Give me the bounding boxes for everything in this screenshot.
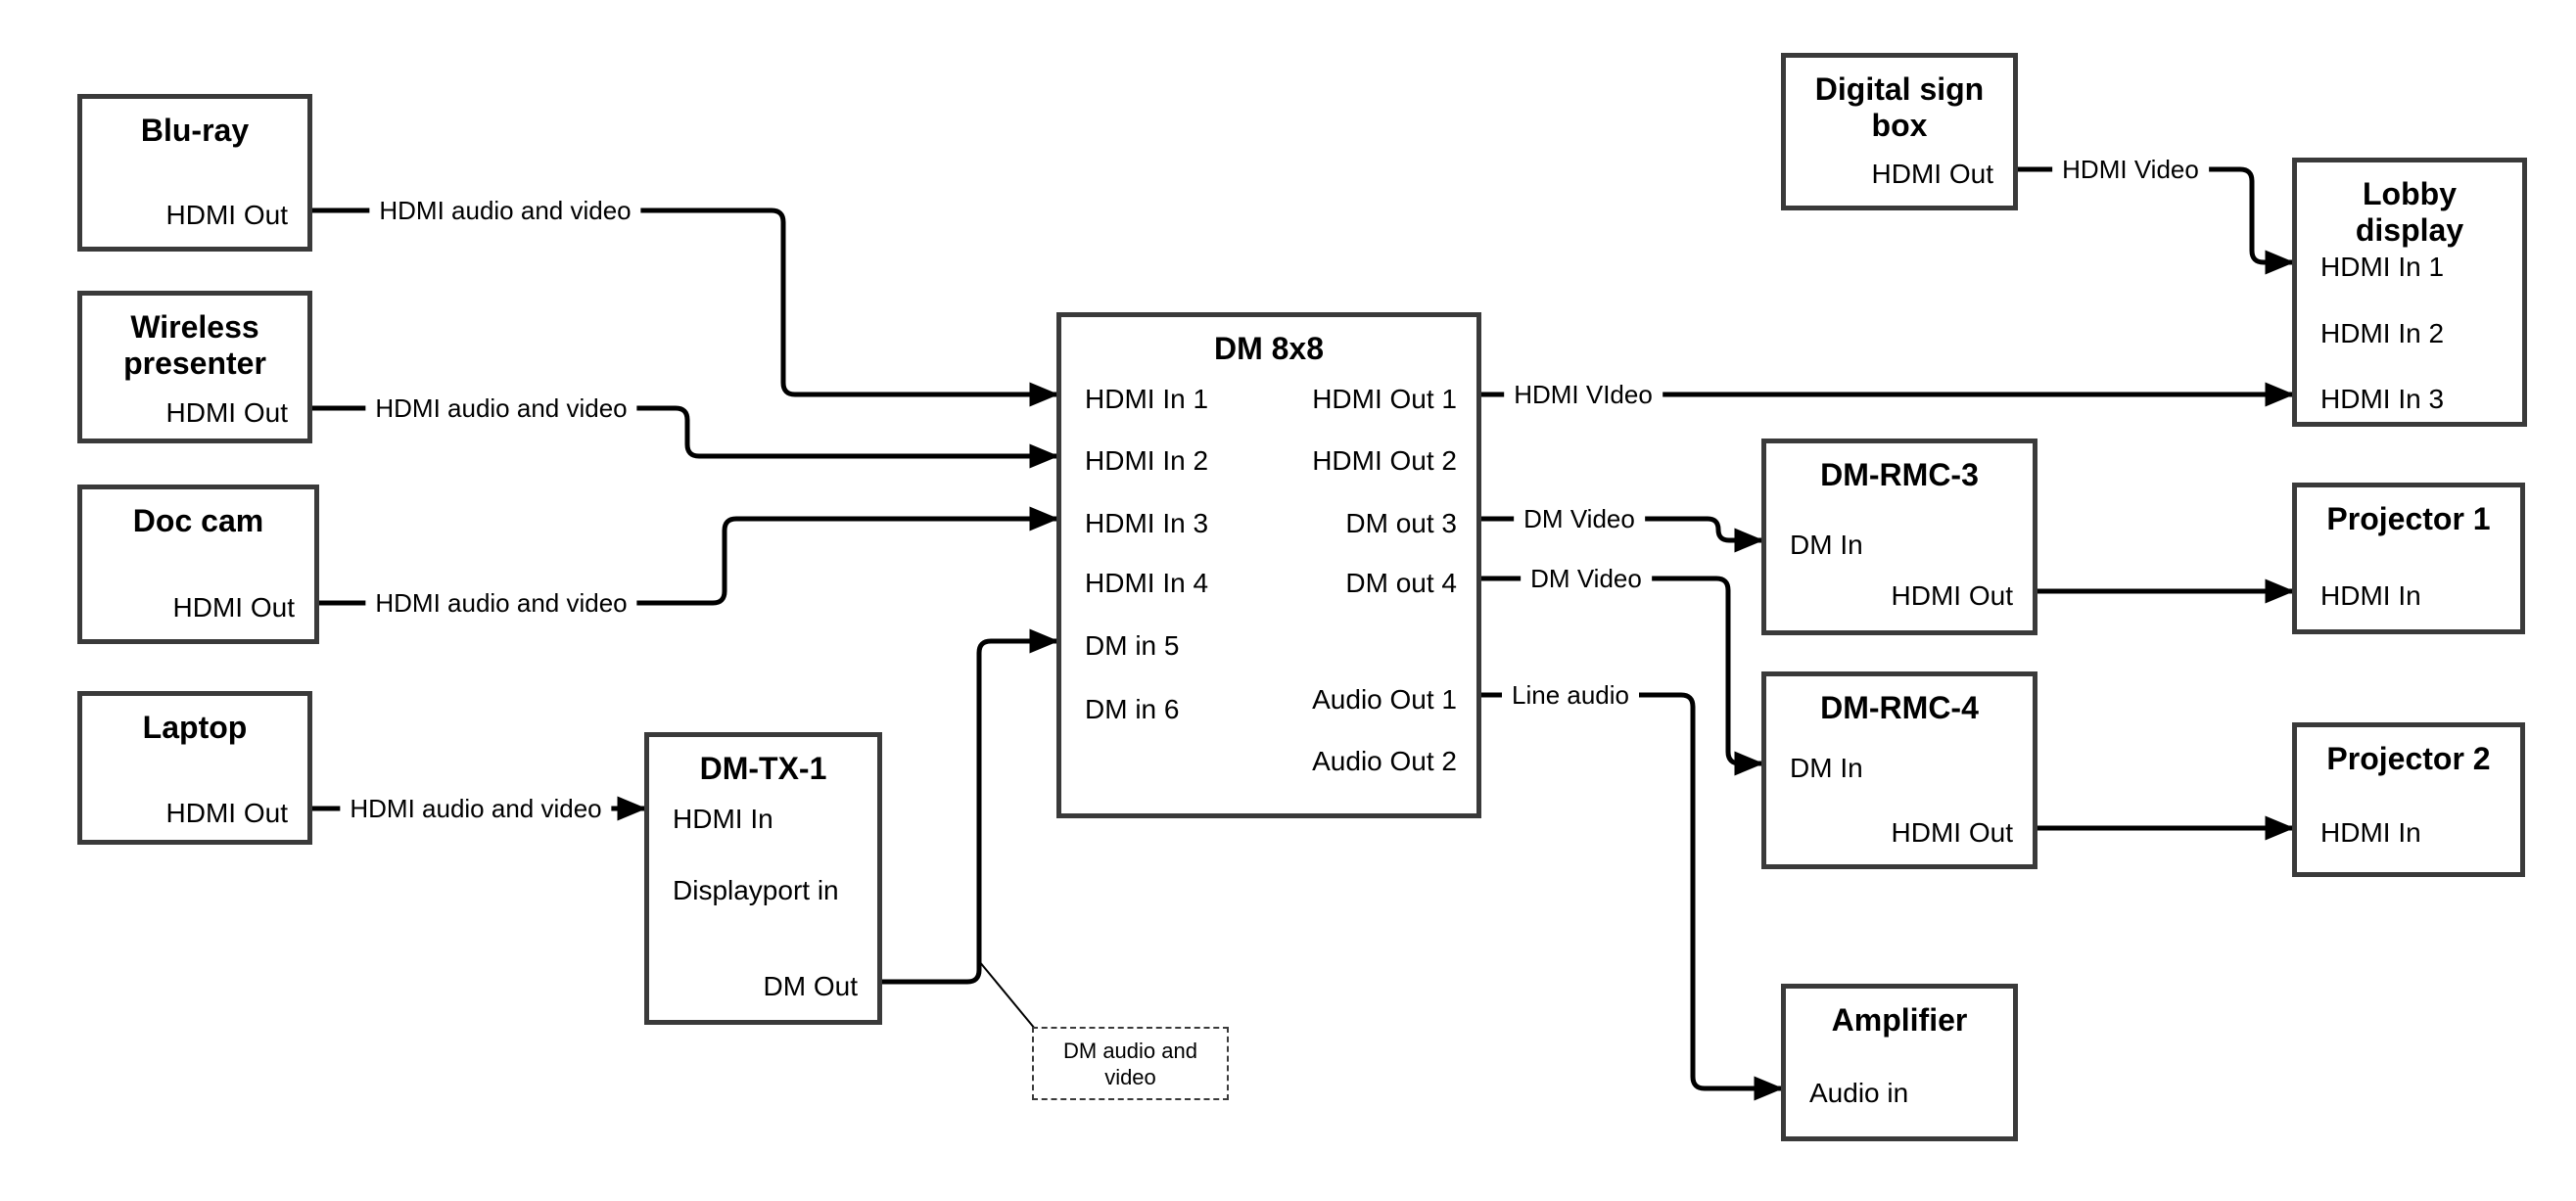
note-dm-audio-and-video: DM audio and video — [1032, 1027, 1229, 1100]
node-title: Projector 2 — [2326, 741, 2491, 776]
edge-dm8x8-dm-out-4-to-dmrmc4-dm-in — [1481, 576, 1764, 776]
node-title: Amplifier — [1831, 1002, 1968, 1038]
node-projector-2: Projector 2 HDMI In — [2292, 722, 2525, 877]
node-laptop: Laptop HDMI Out — [77, 691, 312, 845]
port-dmrmc4-hdmi-out: HDMI Out — [1891, 817, 2013, 848]
node-title: Blu-ray — [140, 113, 250, 148]
node-title: Lobby display — [2355, 176, 2464, 248]
port-dm8x8-dm-in-5: DM in 5 — [1085, 630, 1180, 661]
port-dmrmc3-dm-in: DM In — [1790, 530, 1863, 560]
port-bluray-hdmi-out: HDMI Out — [165, 200, 288, 230]
port-dmrmc3-hdmi-out: HDMI Out — [1891, 580, 2013, 611]
port-dm8x8-audio-out-2: Audio Out 2 — [1312, 746, 1457, 776]
port-amplifier-audio-in: Audio in — [1809, 1078, 1909, 1108]
node-doc-cam: Doc cam HDMI Out — [77, 485, 319, 644]
port-doccam-hdmi-out: HDMI Out — [172, 592, 295, 623]
node-title: Laptop — [142, 710, 248, 745]
node-title: DM 8x8 — [1213, 331, 1325, 366]
port-dm8x8-hdmi-in-1: HDMI In 1 — [1085, 384, 1209, 414]
port-dmrmc4-dm-in: DM In — [1790, 753, 1863, 783]
edge-label-bluray-hdmi-audio-video: HDMI audio and video — [369, 194, 641, 227]
node-dm-tx-1: DM-TX-1 HDMI In Displayport in DM Out — [644, 732, 882, 1025]
edge-doccam-to-dm8x8-hdmi-in-3 — [319, 506, 1059, 606]
port-dm8x8-hdmi-out-2: HDMI Out 2 — [1312, 445, 1457, 476]
port-laptop-hdmi-out: HDMI Out — [165, 798, 288, 828]
edge-label-laptop-hdmi-audio-video: HDMI audio and video — [340, 792, 612, 825]
port-dmtx1-dm-out: DM Out — [763, 971, 858, 1001]
edge-dmtx1-dm-out-to-dm8x8-dm-in-5 — [882, 628, 1059, 985]
edge-dm8x8-audio-out-1-to-amplifier-audio-in — [1481, 692, 1784, 1101]
node-title: Doc cam — [132, 503, 264, 538]
port-dm8x8-dm-in-6: DM in 6 — [1085, 694, 1180, 724]
node-title: Projector 1 — [2326, 501, 2491, 536]
node-lobby-display: Lobby display HDMI In 1 HDMI In 2 HDMI I… — [2292, 158, 2527, 427]
node-title: DM-TX-1 — [699, 751, 827, 786]
port-dm8x8-hdmi-in-4: HDMI In 4 — [1085, 568, 1209, 598]
port-dm8x8-audio-out-1: Audio Out 1 — [1312, 684, 1457, 715]
node-title: Wireless presenter — [123, 309, 266, 381]
edge-dm8x8-dm-out-3-to-dmrmc3-dm-in — [1481, 516, 1764, 553]
port-dm8x8-hdmi-out-1: HDMI Out 1 — [1312, 384, 1457, 414]
edge-label-line-audio: Line audio — [1502, 678, 1639, 712]
node-title: DM-RMC-4 — [1820, 690, 1979, 725]
node-projector-1: Projector 1 HDMI In — [2292, 483, 2525, 634]
node-title: DM-RMC-3 — [1820, 457, 1979, 492]
node-wireless-presenter: Wireless presenter HDMI Out — [77, 291, 312, 443]
node-digital-sign-box: Digital sign box HDMI Out — [1781, 53, 2018, 210]
node-bluray: Blu-ray HDMI Out — [77, 94, 312, 252]
port-dm8x8-dm-out-4: DM out 4 — [1345, 568, 1457, 598]
node-dm-rmc-4: DM-RMC-4 DM In HDMI Out — [1761, 671, 2037, 869]
edge-bluray-to-dm8x8-hdmi-in-1 — [312, 208, 1059, 407]
port-dmtx1-hdmi-in: HDMI In — [673, 804, 773, 834]
edge-label-dm-video-rmc3: DM Video — [1514, 502, 1645, 535]
edge-label-wireless-hdmi-audio-video: HDMI audio and video — [365, 392, 637, 425]
port-proj1-hdmi-in: HDMI In — [2320, 580, 2421, 611]
port-proj2-hdmi-in: HDMI In — [2320, 817, 2421, 848]
node-dm-rmc-3: DM-RMC-3 DM In HDMI Out — [1761, 439, 2037, 635]
port-digitalsign-hdmi-out: HDMI Out — [1871, 159, 1993, 189]
edge-digitalsign-to-lobby-hdmi-in-1 — [2018, 166, 2295, 275]
node-amplifier: Amplifier Audio in — [1781, 984, 2018, 1141]
edge-label-doccam-hdmi-audio-video: HDMI audio and video — [365, 586, 637, 620]
port-lobby-hdmi-in-3: HDMI In 3 — [2320, 384, 2445, 414]
note-leader-line — [978, 960, 1036, 1030]
port-dm8x8-hdmi-in-2: HDMI In 2 — [1085, 445, 1209, 476]
port-lobby-hdmi-in-2: HDMI In 2 — [2320, 318, 2445, 348]
edge-wireless-to-dm8x8-hdmi-in-2 — [312, 405, 1059, 469]
node-dm-8x8: DM 8x8 HDMI In 1 HDMI In 2 HDMI In 3 HDM… — [1056, 312, 1481, 818]
port-lobby-hdmi-in-1: HDMI In 1 — [2320, 252, 2445, 282]
node-title: Digital sign box — [1814, 71, 1985, 143]
edge-label-hdmi-video-digitalsign: HDMI Video — [2052, 153, 2209, 186]
port-wireless-hdmi-out: HDMI Out — [165, 397, 288, 428]
edge-label-dm-video-rmc4: DM Video — [1521, 562, 1652, 595]
port-dm8x8-dm-out-3: DM out 3 — [1345, 508, 1457, 538]
port-dmtx1-displayport-in: Displayport in — [673, 875, 839, 905]
port-dm8x8-hdmi-in-3: HDMI In 3 — [1085, 508, 1209, 538]
edge-label-hdmi-video-lobby: HDMI VIdeo — [1504, 378, 1663, 411]
